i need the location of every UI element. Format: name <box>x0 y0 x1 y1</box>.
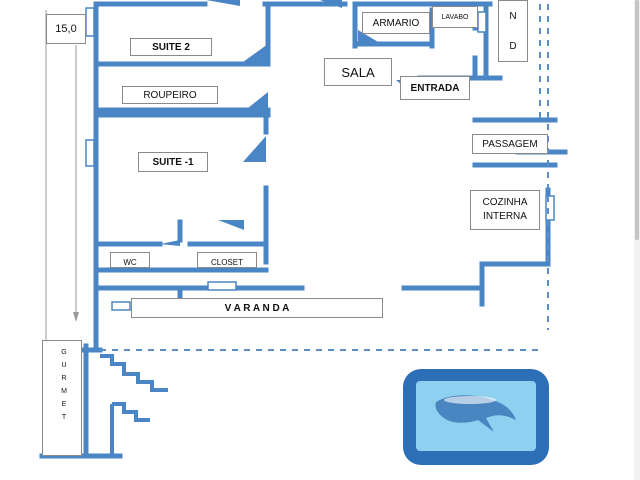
gourmet-letter: T <box>61 414 67 421</box>
gourmet-letters: G U R M E T <box>56 346 72 424</box>
room-label-gourmet <box>42 340 82 456</box>
gourmet-letter: M <box>61 388 67 395</box>
door-frames <box>85 7 555 311</box>
door-swings <box>160 0 420 246</box>
scrollbar-thumb[interactable] <box>635 0 639 240</box>
gourmet-letter: G <box>61 349 67 356</box>
room-label-suite-2: SUITE 2 <box>130 38 212 56</box>
gourmet-letter: R <box>61 375 67 382</box>
room-label-varanda: V A R A N D A <box>131 298 383 318</box>
gourmet-letter: U <box>61 362 67 369</box>
room-label-nd: N D <box>498 0 528 62</box>
dolphin-shape <box>435 395 516 432</box>
gourmet-letter: E <box>61 401 67 408</box>
pool-shine <box>444 396 496 404</box>
nd-letter-bottom: D <box>509 40 517 52</box>
vertical-scrollbar[interactable] <box>634 0 640 480</box>
room-label-entrada: ENTRADA <box>400 76 470 100</box>
room-label-armario: ARMARIO <box>362 12 430 34</box>
cozinha-line-2: INTERNA <box>483 211 527 222</box>
room-label-sala: SALA <box>324 58 392 86</box>
dimension-label: 15,0 <box>46 14 86 44</box>
room-label-suite-1: SUITE -1 <box>138 152 208 172</box>
cozinha-line-1: COZINHA <box>482 197 528 208</box>
room-label-closet: CLOSET <box>197 252 257 268</box>
room-label-lavabo: LAVABO <box>432 6 478 28</box>
room-label-cozinha-interna: COZINHA INTERNA <box>470 190 540 230</box>
outline-dashes <box>100 4 549 351</box>
room-label-roupeiro: ROUPEIRO <box>122 86 218 104</box>
room-label-passagem: PASSAGEM <box>472 134 548 154</box>
stairs <box>100 354 168 456</box>
nd-letter-top: N <box>509 10 517 22</box>
dimension-arrow <box>73 312 79 322</box>
room-label-wc: WC <box>110 252 150 268</box>
